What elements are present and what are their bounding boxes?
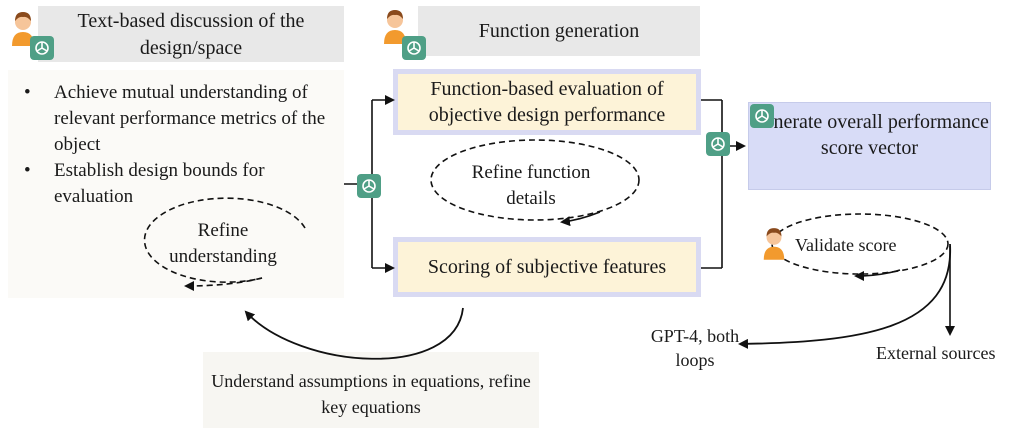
mid-header: Function generation xyxy=(418,6,700,56)
external-label: External sources xyxy=(876,343,996,363)
left-loop-label: Refine understanding xyxy=(169,220,277,267)
chatgpt-icon xyxy=(357,174,381,198)
score-vector-box: Generate overall performance score vecto… xyxy=(748,102,991,190)
chatgpt-icon xyxy=(30,36,54,60)
refine-understanding-loop xyxy=(143,197,306,291)
left-header-text: Text-based discussion of the design/spac… xyxy=(77,10,305,59)
arrow-feedback-to-left xyxy=(244,307,464,360)
refine-function-loop xyxy=(430,139,640,227)
validate-label: Validate score xyxy=(795,235,897,255)
chatgpt-icon xyxy=(402,36,426,60)
person-icon xyxy=(384,10,406,44)
bullet-mutual-understanding: Achieve mutual understanding of relevant… xyxy=(24,80,338,158)
bullet-design-bounds: Establish design bounds for evaluation xyxy=(24,158,338,210)
mid-header-text: Function generation xyxy=(478,20,640,42)
bottom-box xyxy=(203,352,539,428)
validate-score-loop xyxy=(771,213,949,281)
subjective-scoring-box: Scoring of subjective features xyxy=(393,237,701,297)
gpt4-label: GPT-4, both loops xyxy=(650,326,740,370)
left-bullets: Achieve mutual understanding of relevant… xyxy=(18,80,338,210)
person-icon xyxy=(12,12,34,46)
left-header: Text-based discussion of the design/spac… xyxy=(38,6,344,62)
bottom-box-text: Understand assumptions in equations, ref… xyxy=(211,371,531,417)
chatgpt-icon xyxy=(750,104,774,128)
function-loop-label: Refine function details xyxy=(471,162,591,209)
function-evaluation-box: Function-based evaluation of objective d… xyxy=(393,69,701,135)
arrow-to-gpt4 xyxy=(738,243,951,349)
chatgpt-icon xyxy=(706,132,730,156)
person-icon xyxy=(763,228,785,260)
